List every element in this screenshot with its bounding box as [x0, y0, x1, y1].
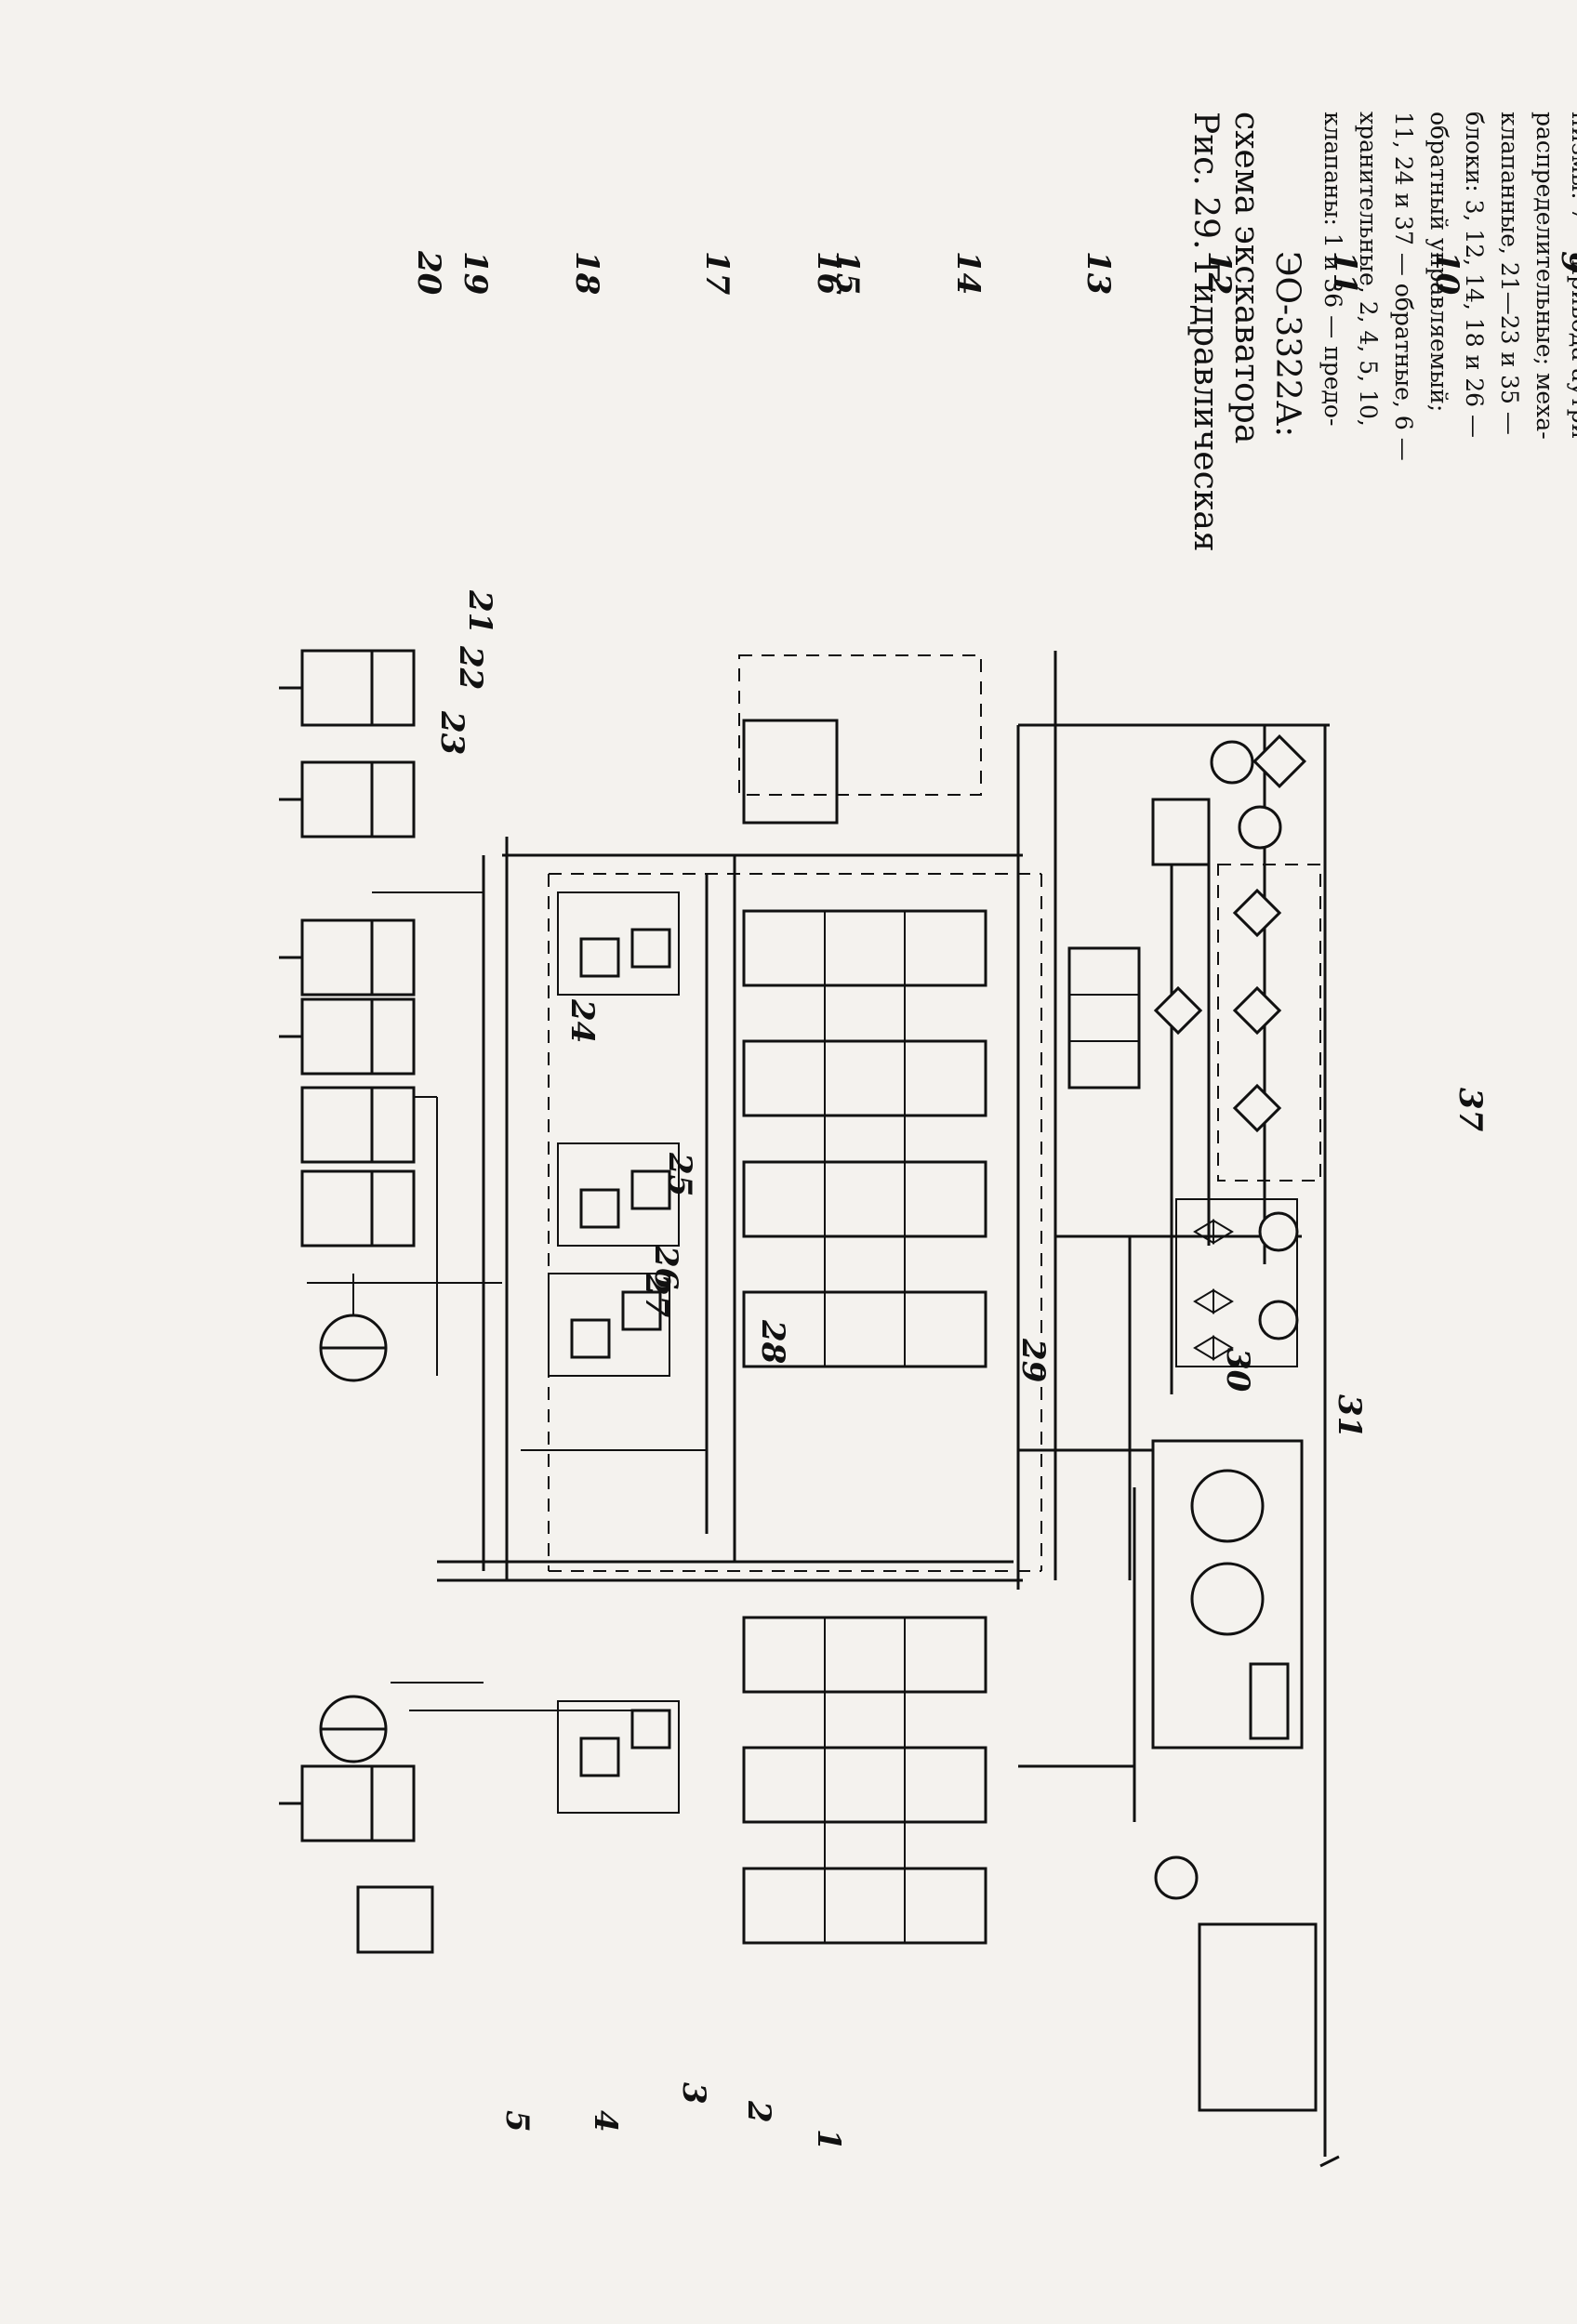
callout-21: 21: [461, 589, 498, 634]
pump-27: [1210, 734, 1306, 788]
double-pump-32: [1151, 1439, 1304, 1750]
callout-12: 12: [1200, 251, 1238, 295]
callout-37: 37: [1451, 1088, 1489, 1132]
cylinder-17: [279, 918, 416, 997]
distributor-block-21: [742, 909, 987, 1368]
callout-27: 27: [638, 1273, 675, 1318]
hydraulic-motor-8: [319, 1695, 388, 1763]
figure-caption: Рис. 29. Гидравлическая схема экскаватор…: [1186, 112, 1577, 552]
hydraulic-motor-13: [319, 1314, 388, 1382]
callout-23: 23: [433, 710, 470, 755]
cylinder-7: [279, 1764, 416, 1842]
gauge-valves: [1175, 1198, 1298, 1367]
callout-19: 19: [457, 251, 494, 295]
callout-11: 11: [1326, 251, 1363, 295]
hydraulic-lines: [307, 651, 1340, 2168]
callout-9: 9: [1554, 251, 1577, 273]
distributor-block-35: [742, 1616, 987, 1945]
caption-line: хранительные, 2, 4, 5, 10,: [1355, 112, 1382, 427]
callout-10: 10: [1428, 251, 1465, 296]
callout-18: 18: [568, 251, 605, 295]
callout-14: 14: [949, 251, 987, 295]
filters-29: [1153, 864, 1321, 1182]
callout-13: 13: [1080, 251, 1117, 295]
valve-block-3: [557, 1700, 680, 1814]
distributor-22-23: [738, 654, 982, 825]
callout-24: 24: [563, 998, 601, 1043]
callout-1: 1: [810, 2129, 847, 2151]
callout-16: 16: [810, 251, 847, 295]
callout-26: 26: [647, 1245, 684, 1289]
cylinder-20: [279, 649, 416, 727]
callout-17: 17: [698, 251, 735, 296]
callout-22: 22: [452, 645, 489, 690]
caption-body: клапаны: 1 и 36 — предо-хранительные, 2,…: [1319, 112, 1577, 461]
tank-33: [1198, 1922, 1318, 2112]
callouts: 6789101112131415161718192021222324252627…: [410, 250, 1577, 2151]
caption-line: 11, 24 и 37 — обратные, 6 —: [1390, 112, 1417, 461]
callout-32: 32: [1572, 1376, 1577, 1419]
callout-4: 4: [587, 2110, 624, 2133]
pressure-gauge-31: [1258, 1300, 1299, 1340]
valve-6: [356, 1885, 434, 1954]
caption-line: блоки: 3, 12, 14, 18 и 26 —: [1461, 112, 1488, 438]
caption-line: обратный управляемый;: [1425, 112, 1452, 412]
cylinder-19: [279, 760, 416, 838]
caption-line: клапанные, 21—23 и 35 —: [1496, 112, 1523, 435]
callout-31: 31: [1331, 1394, 1368, 1438]
callout-28: 28: [754, 1319, 791, 1364]
cylinder-15: [300, 1086, 416, 1248]
callout-20: 20: [410, 250, 447, 296]
callout-5: 5: [498, 2110, 536, 2133]
caption-line: распределительные; меха-: [1531, 112, 1558, 440]
valve-block-12: [548, 1273, 670, 1377]
callout-29: 29: [1014, 1338, 1052, 1382]
valve-block-14: [557, 1142, 680, 1247]
valve-block-26: [1151, 798, 1211, 866]
caption-line: низмы: 7 — привода аутри-: [1567, 112, 1577, 447]
cylinder-16: [279, 997, 416, 1076]
callout-3: 3: [675, 2082, 712, 2105]
pressure-gauge-34: [1154, 1855, 1199, 1900]
caption-title-1: Рис. 29. Гидравлическая: [1186, 112, 1225, 552]
callout-30: 30: [1219, 1348, 1256, 1393]
callout-15: 15: [828, 251, 866, 295]
caption-line: клапаны: 1 и 36 — предо-: [1319, 112, 1346, 426]
three-way-cock-25: [1067, 946, 1141, 1089]
valve-block-18: [557, 891, 680, 996]
caption-title-2: схема экскаватора: [1227, 112, 1266, 443]
callout-25: 25: [661, 1152, 698, 1196]
pressure-gauge-30: [1258, 1211, 1299, 1252]
caption-title-3: ЭО-3322А:: [1268, 251, 1306, 437]
callout-2: 2: [740, 2100, 777, 2123]
pump-28: [1238, 805, 1282, 850]
